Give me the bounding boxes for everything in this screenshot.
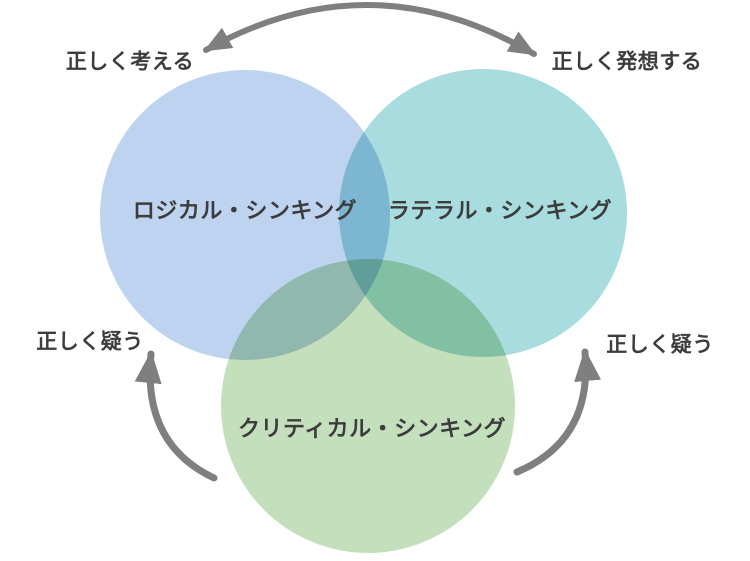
label-lateral-thinking: ラテラル・シンキング	[387, 198, 613, 223]
arrows	[134, 2, 602, 482]
venn-circles	[100, 69, 627, 553]
label-doubt-correctly-right: 正しく疑う	[606, 333, 714, 357]
label-think-correctly: 正しく考える	[65, 50, 195, 74]
label-ideate-correctly: 正しく発想する	[551, 50, 703, 74]
label-logical-thinking: ロジカル・シンキング	[132, 198, 358, 223]
label-critical-thinking: クリティカル・シンキング	[237, 416, 507, 441]
arrow-top-double-headed	[203, 2, 537, 57]
arrow-left-upward	[134, 350, 218, 482]
arrow-right-upward	[513, 348, 602, 476]
circle-critical-thinking	[221, 259, 515, 553]
label-doubt-correctly-left: 正しく疑う	[36, 330, 144, 354]
